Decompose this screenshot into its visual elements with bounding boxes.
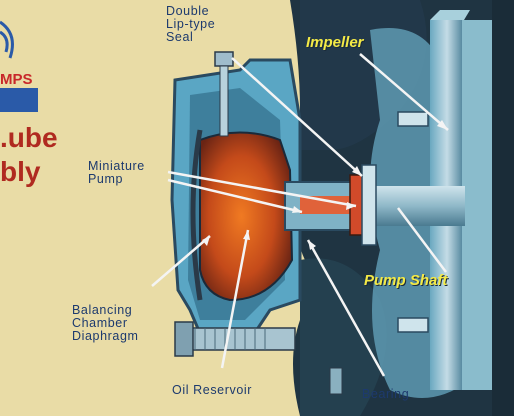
logo-signal-icon [0,20,14,59]
top-bolt [214,51,234,137]
label-miniature-pump: Miniature Pump [88,159,145,186]
label-oil-reservoir: Oil Reservoir [172,383,253,397]
label-pump-shaft: Pump Shaft [364,272,448,289]
label-seal: Double Lip-type Seal [166,4,216,44]
title-line-2: bly [0,156,41,187]
label-bearing: Bearing [362,387,410,401]
leader-lines [151,53,449,377]
miniature-pump-body [300,196,360,214]
lip-seal [361,164,377,246]
oil-reservoir [199,131,294,302]
logo-text: MPS [0,71,33,88]
logo-blue-bar [0,88,38,112]
impeller-hub [462,20,492,390]
casing-lower-lobe [300,258,387,416]
bottom-bolt [174,321,296,357]
label-balancing-chamber: Balancing Chamber Diaphragm [72,303,139,343]
label-impeller: Impeller [306,34,364,51]
title-line-1: .ube [0,122,58,153]
diaphragm [190,129,203,301]
